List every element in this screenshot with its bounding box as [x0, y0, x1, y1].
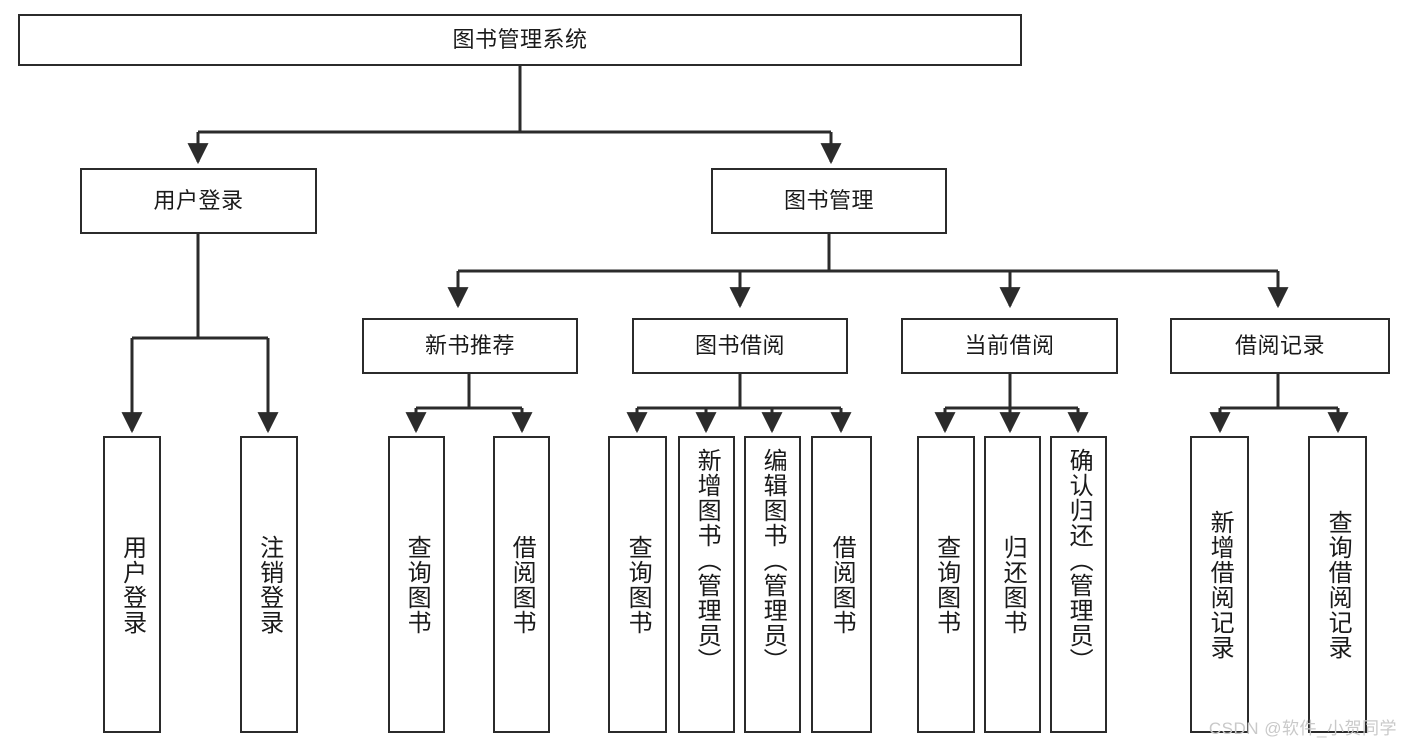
- node-label: 新增图书（管理员）: [693, 448, 721, 673]
- node-label: 确认归还（管理员）: [1065, 448, 1093, 673]
- node-label: 借阅记录: [1234, 332, 1325, 358]
- leaf-book-borrow-borrow-book[interactable]: 借阅图书: [811, 436, 872, 733]
- node-label: 图书管理系统: [452, 26, 588, 52]
- node-label: 用户登录: [153, 187, 244, 213]
- node-label: 查询借阅记录: [1324, 509, 1352, 660]
- node-book-borrow[interactable]: 图书借阅: [632, 318, 848, 374]
- node-label: 查询图书: [932, 534, 960, 635]
- node-label: 注销登录: [255, 534, 283, 635]
- node-root-book-management-system[interactable]: 图书管理系统: [18, 14, 1022, 66]
- node-label: 新书推荐: [424, 332, 515, 358]
- leaf-user-login-login[interactable]: 用户登录: [103, 436, 161, 733]
- leaf-current-borrow-query-book[interactable]: 查询图书: [917, 436, 975, 733]
- node-label: 查询图书: [624, 534, 652, 635]
- node-label: 查询图书: [403, 534, 431, 635]
- node-current-borrow[interactable]: 当前借阅: [901, 318, 1118, 374]
- node-label: 新增借阅记录: [1206, 509, 1234, 660]
- leaf-current-borrow-return-book[interactable]: 归还图书: [984, 436, 1041, 733]
- leaf-book-borrow-query-book[interactable]: 查询图书: [608, 436, 667, 733]
- leaf-new-book-borrow-book[interactable]: 借阅图书: [493, 436, 550, 733]
- leaf-borrow-record-query-record[interactable]: 查询借阅记录: [1308, 436, 1367, 733]
- node-label: 借阅图书: [508, 534, 536, 635]
- node-label: 编辑图书（管理员）: [759, 448, 787, 673]
- node-label: 图书管理: [783, 187, 874, 213]
- node-user-login[interactable]: 用户登录: [80, 168, 317, 234]
- node-label: 归还图书: [999, 534, 1027, 635]
- node-borrow-record[interactable]: 借阅记录: [1170, 318, 1390, 374]
- leaf-user-login-logout[interactable]: 注销登录: [240, 436, 298, 733]
- leaf-book-borrow-add-book-admin[interactable]: 新增图书（管理员）: [678, 436, 735, 733]
- leaf-new-book-query-book[interactable]: 查询图书: [388, 436, 445, 733]
- leaf-current-borrow-confirm-return-admin[interactable]: 确认归还（管理员）: [1050, 436, 1107, 733]
- node-label: 图书借阅: [694, 332, 785, 358]
- node-book-management[interactable]: 图书管理: [711, 168, 947, 234]
- leaf-book-borrow-edit-book-admin[interactable]: 编辑图书（管理员）: [744, 436, 801, 733]
- node-label: 借阅图书: [828, 534, 856, 635]
- node-label: 用户登录: [118, 534, 146, 635]
- node-new-book-recommend[interactable]: 新书推荐: [362, 318, 578, 374]
- leaf-borrow-record-add-record[interactable]: 新增借阅记录: [1190, 436, 1249, 733]
- node-label: 当前借阅: [964, 332, 1055, 358]
